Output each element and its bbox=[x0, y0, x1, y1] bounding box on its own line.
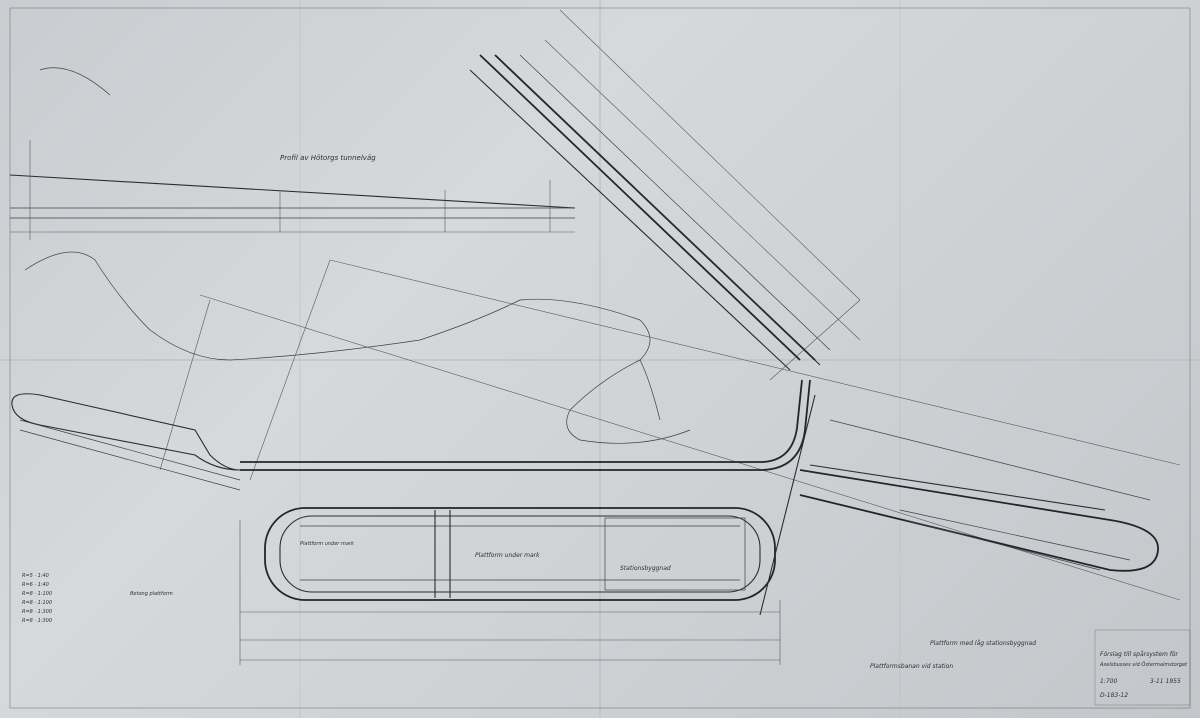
left-loop-tunnel bbox=[11, 379, 811, 491]
terrain-contours bbox=[24, 251, 691, 444]
title-line: 3-11 1955 bbox=[1150, 678, 1181, 685]
right-branch bbox=[759, 394, 1159, 616]
note-text: Plattform under mark bbox=[300, 541, 355, 547]
title-line: Axelsbusses vid Östermalmstorget bbox=[1099, 661, 1188, 668]
platform-main-label: Plattform under mark bbox=[475, 552, 540, 559]
profile-heading: Profil av Hötorgs tunnelväg bbox=[280, 154, 376, 162]
note-text: Plattformsbanan vid station bbox=[870, 663, 953, 670]
gradient-row: R=5 · 1:40 bbox=[22, 573, 49, 579]
station-label: Stationsbyggnad bbox=[620, 565, 671, 572]
title-block: Förslag till spårsystem för Axelsbusses … bbox=[1094, 629, 1191, 706]
title-line: D-183-12 bbox=[1100, 692, 1128, 699]
gradient-row: R=8 · 1:300 bbox=[22, 609, 52, 615]
diagonal-tunnel bbox=[469, 39, 861, 371]
title-line: Förslag till spårsystem för bbox=[1100, 651, 1178, 658]
note-text: Plattform med låg stationsbyggnad bbox=[930, 640, 1036, 647]
bottom-dimensions bbox=[239, 520, 781, 665]
gradient-row: R=8 · 1:100 bbox=[22, 600, 52, 606]
profile-diagram: Profil av Hötorgs tunnelväg bbox=[9, 67, 576, 240]
sheet-border bbox=[9, 7, 1191, 709]
platform-loop: Plattform under mark Stationsbyggnad bbox=[264, 507, 776, 601]
gradient-row: R=8 · 1:100 bbox=[22, 591, 52, 597]
gradient-row: R=8 · 1:300 bbox=[22, 618, 52, 624]
drawing-notes: Plattform med låg stationsbyggnad Plattf… bbox=[130, 541, 1036, 670]
title-line: 1:700 bbox=[1100, 678, 1117, 685]
note-text: Betong plattform bbox=[130, 591, 173, 597]
construction-lines bbox=[159, 9, 1181, 601]
gradient-table: R=5 · 1:40 R=6 · 1:40 R=8 · 1:100 R=8 · … bbox=[22, 573, 52, 624]
gradient-row: R=6 · 1:40 bbox=[22, 582, 49, 588]
